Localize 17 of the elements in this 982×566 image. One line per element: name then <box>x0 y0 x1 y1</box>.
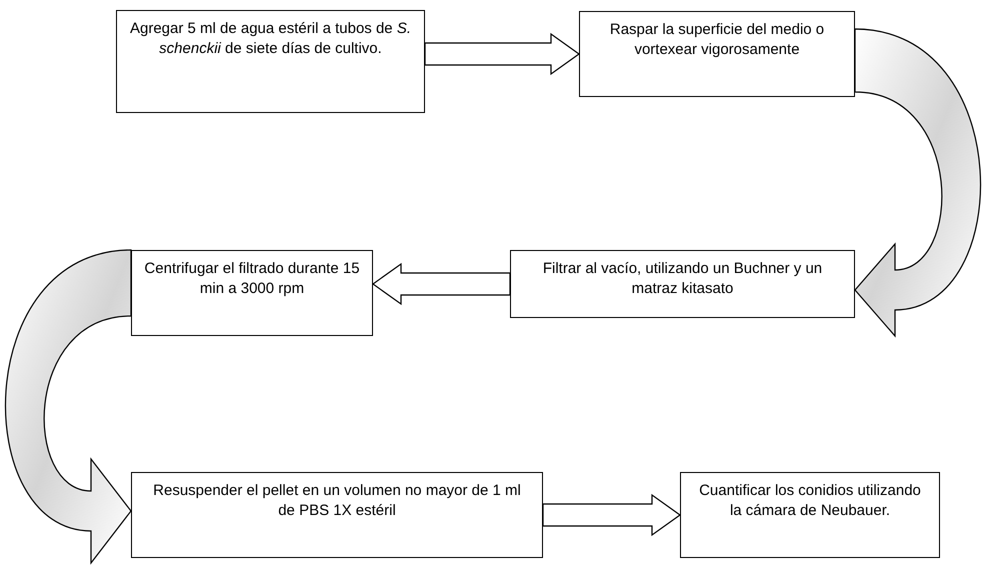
curved-block-arrow <box>5 249 132 564</box>
block-arrow <box>542 494 682 536</box>
process-box <box>116 10 425 113</box>
process-box <box>510 250 855 318</box>
process-box <box>680 472 940 558</box>
block-arrow <box>372 262 511 306</box>
curved-block-arrow <box>854 28 981 337</box>
step-text: Agregar 5 ml de agua estéril a tubos de S. schenckii de siete días de cultivo. <box>129 19 412 58</box>
step-text: Resuspender el pellet en un volumen no mayor de 1 ml de PBS 1X estéril <box>152 481 522 520</box>
process-box <box>579 11 855 97</box>
process-box <box>131 472 543 558</box>
step-text: Cuantificar los conidios utilizando la cámara de Neubauer. <box>698 481 922 520</box>
step-text: Raspar la superficie del medio o vortexear vigorosamente <box>608 20 826 59</box>
step-text: Filtrar al vacío, utilizando un Buchner y un matraz kitasato <box>542 259 824 298</box>
step-text: Centrifugar el filtrado durante 15 min a 3000 rpm <box>144 259 360 298</box>
block-arrow <box>424 32 580 76</box>
process-box <box>131 250 373 336</box>
